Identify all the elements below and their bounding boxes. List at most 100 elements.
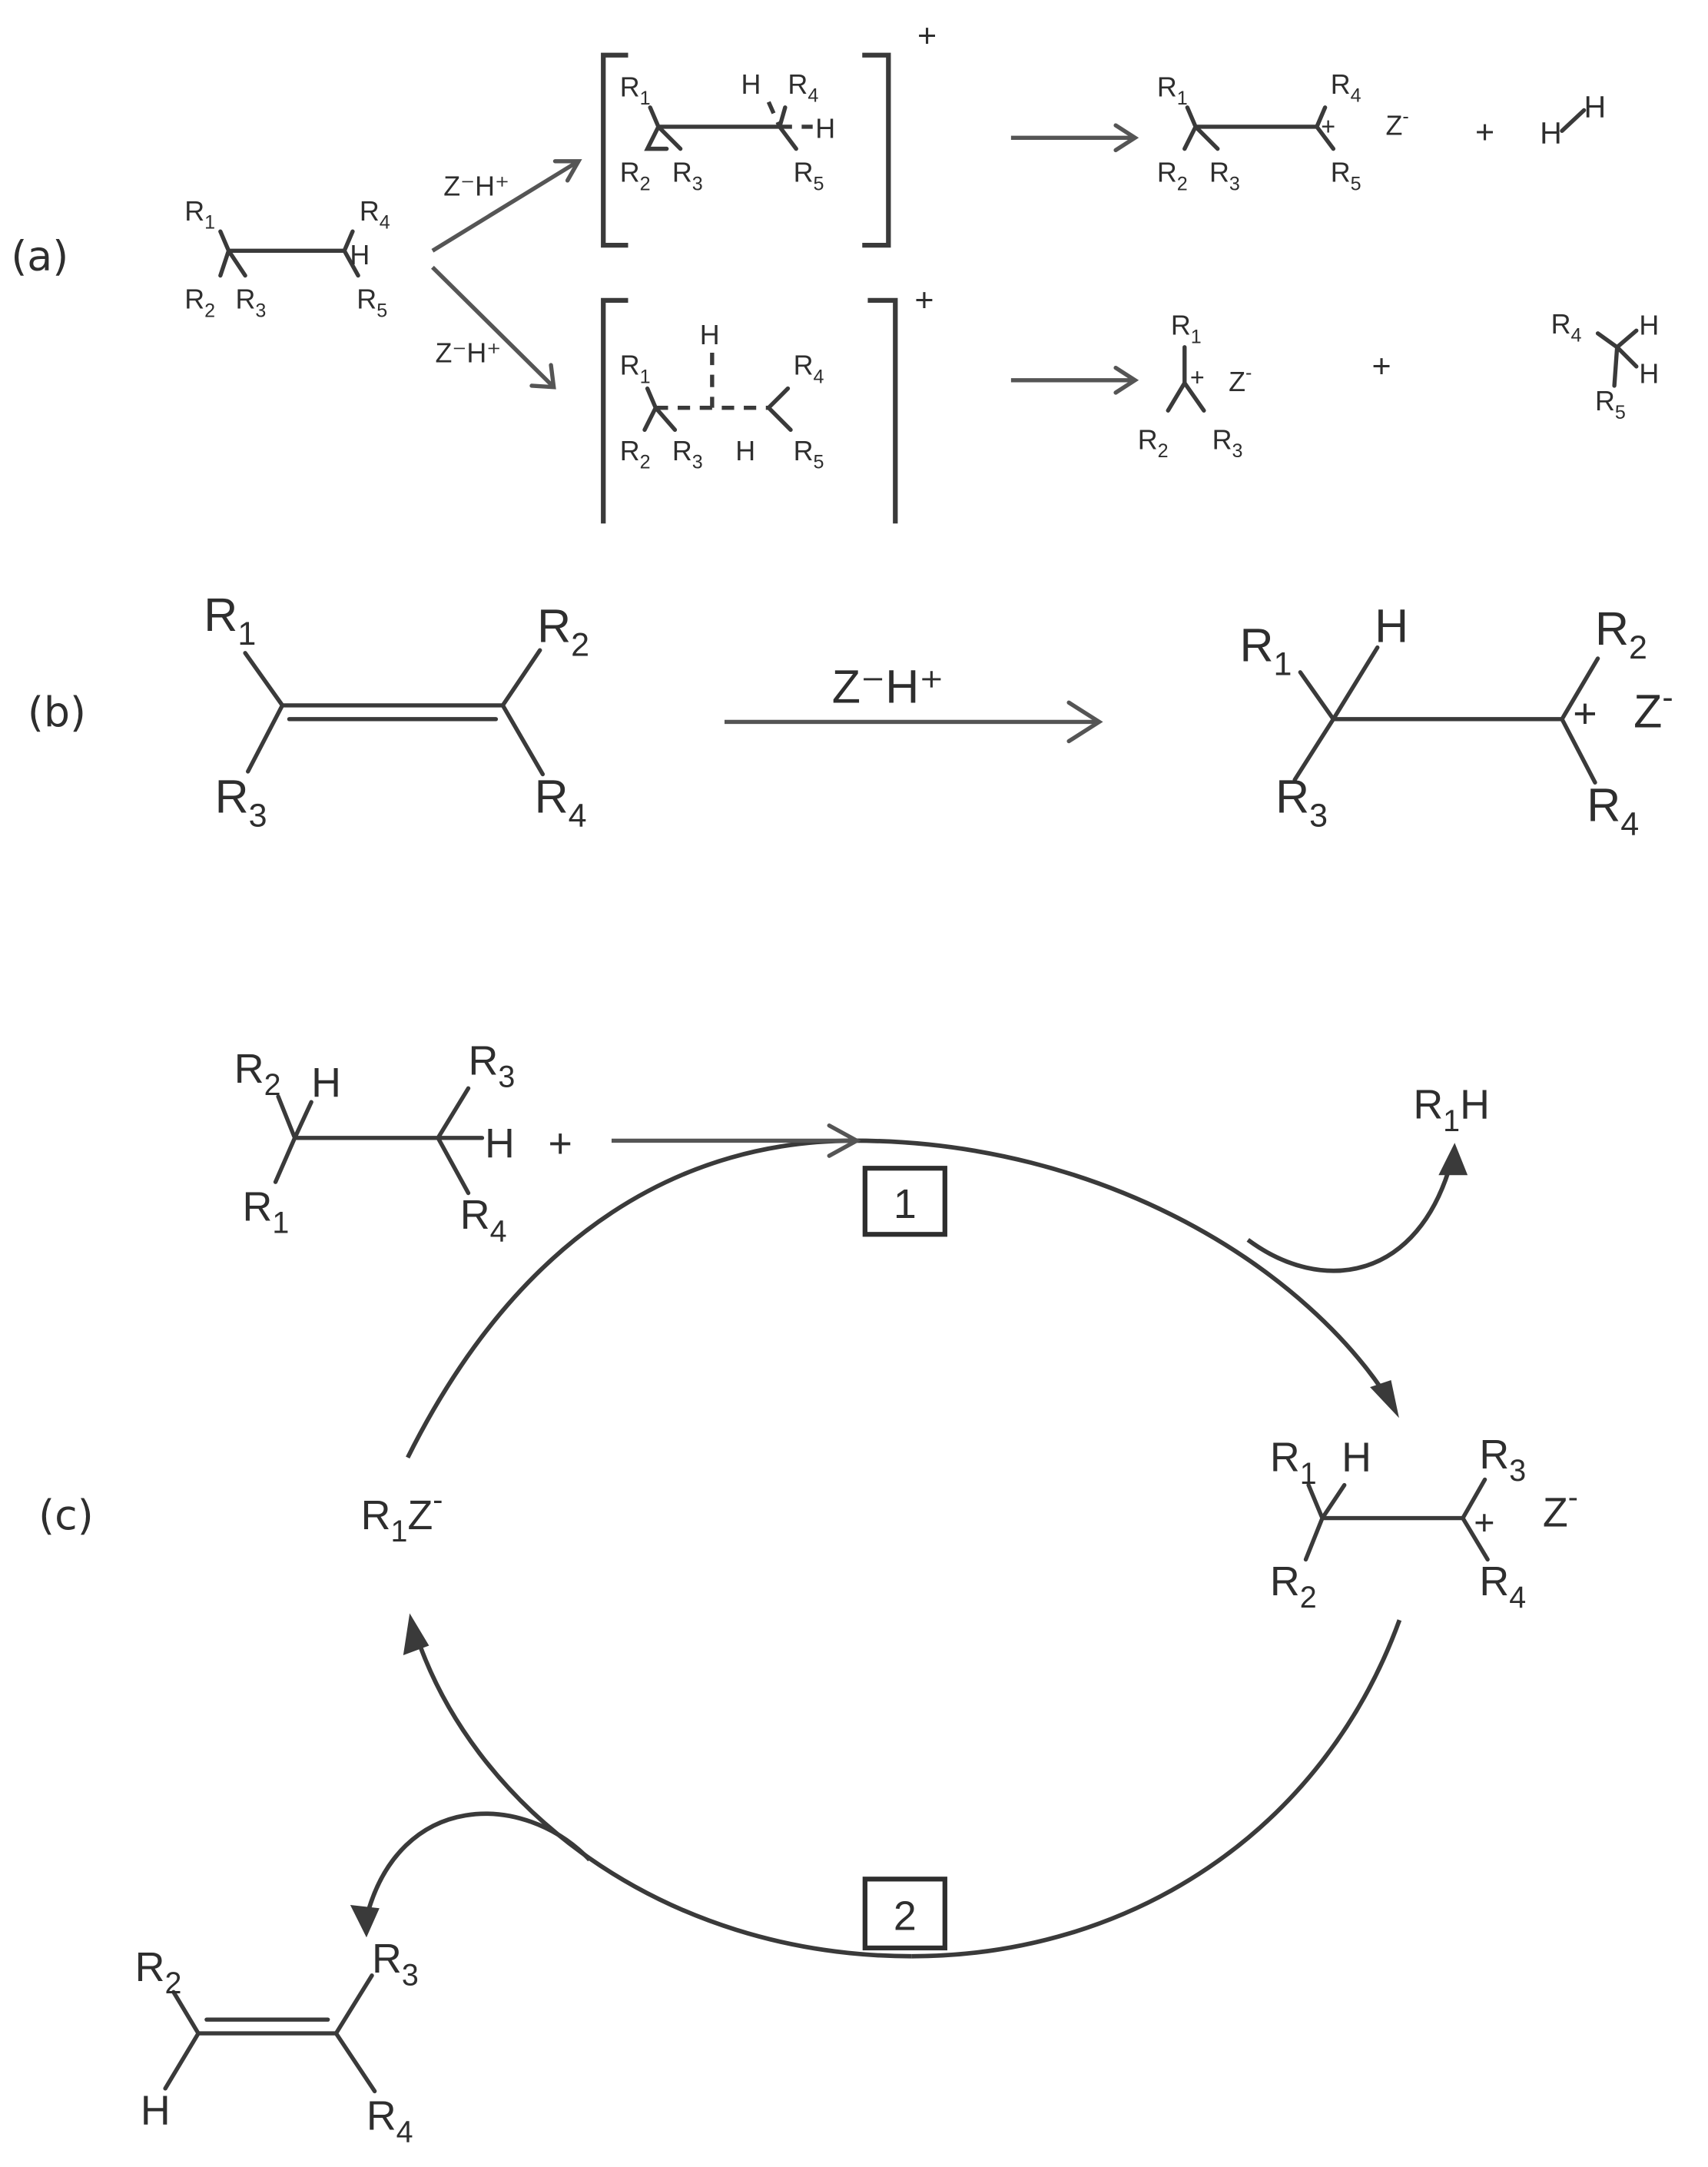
product-alkane-lower: R4 H H R5 bbox=[1551, 309, 1660, 423]
reagent-label-upper: Z⁻H⁺ bbox=[443, 171, 509, 202]
product-hydrogen: H H bbox=[1540, 90, 1606, 150]
panel-label-b: (b) bbox=[28, 688, 86, 736]
transition-state-lower: + H R1 R4 R2 R3 H R5 bbox=[601, 282, 934, 524]
svg-text:H: H bbox=[485, 1120, 515, 1166]
svg-text:1: 1 bbox=[894, 1181, 917, 1227]
svg-text:R3: R3 bbox=[236, 284, 267, 322]
svg-text:R1: R1 bbox=[1270, 1435, 1317, 1491]
panel-label-c: (c) bbox=[38, 1491, 94, 1539]
cycle-arrowhead-lower-left bbox=[403, 1613, 429, 1656]
reaction-arrow-lower bbox=[1010, 365, 1139, 395]
svg-text:H: H bbox=[741, 69, 761, 100]
svg-text:R4: R4 bbox=[1587, 778, 1639, 842]
svg-text:R3: R3 bbox=[1212, 424, 1243, 462]
svg-text:H: H bbox=[1540, 116, 1561, 150]
svg-text:R3: R3 bbox=[469, 1037, 516, 1093]
svg-text:+: + bbox=[1190, 363, 1205, 391]
svg-text:H: H bbox=[1342, 1435, 1371, 1481]
transition-state-upper: + R1 H R4 H R2 R3 R5 bbox=[601, 18, 937, 248]
svg-text:H: H bbox=[815, 113, 835, 144]
intermediate-carbocation-c: R1 H R3 + Z- R2 R4 bbox=[1270, 1432, 1578, 1614]
svg-text:R5: R5 bbox=[794, 158, 824, 195]
cycle-arc-upper-left bbox=[406, 1138, 854, 1459]
svg-text:R4: R4 bbox=[460, 1192, 507, 1248]
svg-text:R2: R2 bbox=[135, 1944, 182, 2000]
svg-text:R2: R2 bbox=[1595, 602, 1647, 666]
feed-plus-sign: + bbox=[549, 1120, 572, 1166]
reaction-arrow-upper bbox=[1010, 123, 1139, 153]
svg-text:R1: R1 bbox=[1157, 72, 1188, 110]
svg-text:R4: R4 bbox=[788, 69, 818, 107]
svg-text:R3: R3 bbox=[672, 436, 703, 473]
svg-text:H: H bbox=[350, 240, 370, 270]
svg-text:R2: R2 bbox=[620, 436, 651, 473]
svg-text:R2: R2 bbox=[1270, 1558, 1317, 1614]
reactant-alkane-c: R2 H R3 H R1 R4 bbox=[234, 1037, 516, 1248]
svg-text:R2: R2 bbox=[620, 158, 651, 195]
svg-text:R1: R1 bbox=[184, 196, 215, 234]
svg-text:R4: R4 bbox=[366, 2093, 413, 2149]
svg-text:R4: R4 bbox=[1331, 69, 1361, 107]
svg-text:Z-: Z- bbox=[1633, 679, 1673, 737]
svg-text:H: H bbox=[141, 2087, 171, 2133]
svg-text:Z-: Z- bbox=[1229, 362, 1252, 397]
svg-text:R1: R1 bbox=[620, 350, 651, 388]
product-carbocation-lower: R1 + Z- R2 R3 bbox=[1138, 310, 1252, 463]
svg-text:R5: R5 bbox=[1331, 158, 1361, 195]
panel-b: R1 R2 R3 R4 Z⁻H⁺ R1 H R2 + Z- R3 R4 bbox=[204, 589, 1673, 842]
product-r1h: R1H bbox=[1413, 1082, 1490, 1138]
cycle-arc-lower-left bbox=[411, 1624, 912, 1959]
reactant-alkane-a: R1 R4 H R2 R3 R5 bbox=[184, 196, 390, 321]
svg-text:H: H bbox=[1639, 310, 1659, 341]
svg-text:R5: R5 bbox=[1595, 386, 1626, 423]
cycle-arc-upper-right bbox=[854, 1138, 1396, 1409]
svg-text:H: H bbox=[1584, 90, 1606, 124]
svg-text:2: 2 bbox=[894, 1893, 917, 1940]
svg-text:H: H bbox=[1375, 599, 1408, 652]
step-box-1: 1 bbox=[862, 1166, 947, 1237]
panel-a: R1 R4 H R2 R3 R5 Z⁻H⁺ Z⁻H⁺ + R1 H R4 bbox=[184, 18, 1660, 524]
svg-text:R2: R2 bbox=[184, 284, 215, 322]
svg-text:+: + bbox=[914, 282, 934, 319]
svg-text:R3: R3 bbox=[215, 771, 267, 835]
svg-text:R4: R4 bbox=[360, 196, 390, 234]
svg-text:R1: R1 bbox=[243, 1183, 290, 1239]
product-alkene-c: R2 R3 H R4 bbox=[135, 1936, 419, 2149]
product-carbocation-b: R1 H R2 + Z- R3 R4 bbox=[1239, 599, 1673, 842]
svg-text:H: H bbox=[735, 436, 755, 466]
svg-text:R5: R5 bbox=[794, 436, 824, 473]
side-arrow-alkene bbox=[364, 1811, 592, 1919]
svg-text:R3: R3 bbox=[372, 1936, 419, 1992]
side-arrowhead-r1h bbox=[1438, 1143, 1468, 1176]
plus-sign-lower: + bbox=[1372, 348, 1391, 385]
svg-text:R4: R4 bbox=[1479, 1558, 1526, 1614]
svg-text:R1H: R1H bbox=[1413, 1082, 1490, 1138]
svg-text:Z-: Z- bbox=[1385, 106, 1408, 141]
cycle-arc-lower-right bbox=[911, 1619, 1402, 1959]
svg-text:+: + bbox=[1573, 691, 1597, 737]
svg-text:H: H bbox=[700, 320, 720, 350]
svg-text:R3: R3 bbox=[1275, 771, 1328, 835]
side-arrowhead-alkene bbox=[350, 1905, 380, 1938]
svg-text:R1: R1 bbox=[620, 72, 651, 110]
svg-text:R2: R2 bbox=[1138, 424, 1169, 462]
panel-c: + 1 2 R2 H R3 H R1 R4 R1H R1Z- bbox=[135, 1037, 1578, 2149]
svg-text:R4: R4 bbox=[1551, 309, 1582, 347]
side-arrow-r1h bbox=[1246, 1159, 1454, 1273]
svg-text:R1: R1 bbox=[1171, 310, 1202, 348]
svg-text:R3: R3 bbox=[1209, 158, 1240, 195]
svg-text:R3: R3 bbox=[1479, 1432, 1526, 1488]
reagent-label-lower: Z⁻H⁺ bbox=[436, 337, 502, 368]
svg-text:H: H bbox=[1639, 358, 1659, 389]
svg-text:R1: R1 bbox=[204, 589, 256, 652]
svg-text:H: H bbox=[311, 1060, 341, 1106]
svg-text:R1: R1 bbox=[1239, 619, 1292, 683]
panel-label-a: (a) bbox=[11, 231, 68, 280]
svg-text:+: + bbox=[917, 18, 937, 55]
svg-text:Z-: Z- bbox=[1543, 1480, 1578, 1535]
step-box-2: 2 bbox=[862, 1877, 947, 1951]
svg-text:R2: R2 bbox=[1157, 158, 1188, 195]
intermediate-r1z: R1Z- bbox=[361, 1483, 443, 1548]
svg-text:+: + bbox=[1474, 1502, 1494, 1542]
